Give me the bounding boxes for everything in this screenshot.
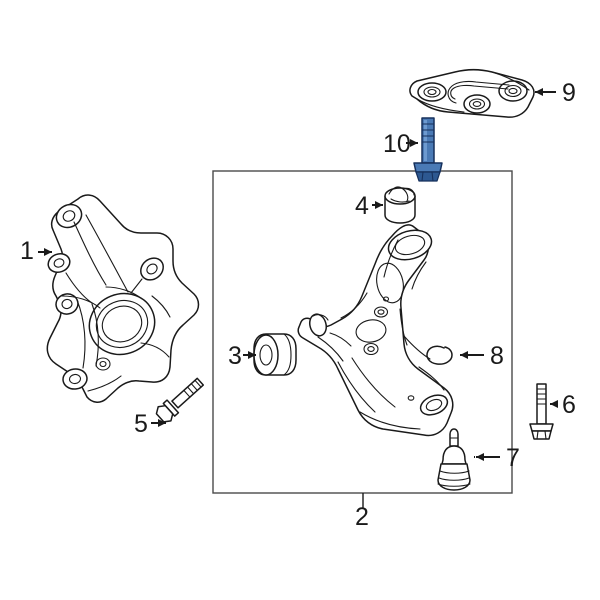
- part-lower-control-arm[interactable]: [297, 224, 454, 437]
- callout-label-6[interactable]: 6: [562, 391, 576, 419]
- part-bushing-stopper-cap[interactable]: [384, 186, 416, 224]
- callout-7-leader: [474, 453, 500, 461]
- part-rear-mount-bolt[interactable]: [529, 383, 554, 440]
- callout-label-3[interactable]: 3: [228, 342, 242, 370]
- callout-label-7[interactable]: 7: [506, 444, 520, 472]
- part-control-arm-bushing[interactable]: [253, 333, 297, 376]
- callout-label-5[interactable]: 5: [134, 410, 148, 438]
- part-snap-ring[interactable]: [426, 345, 453, 365]
- callout-8-leader: [460, 351, 484, 359]
- callout-label-8[interactable]: 8: [490, 342, 504, 370]
- callout-5-leader: [151, 419, 166, 427]
- group-box-2[interactable]: [212, 170, 513, 509]
- part-steering-knuckle[interactable]: [46, 194, 200, 403]
- callout-label-1[interactable]: 1: [20, 237, 34, 265]
- callout-6-leader: [550, 400, 558, 408]
- part-bracket-bolt-highlighted[interactable]: [413, 117, 443, 182]
- part-ball-joint[interactable]: [437, 428, 471, 491]
- callout-label-10[interactable]: 10: [383, 130, 411, 158]
- callout-9-leader: [535, 88, 556, 96]
- part-mounting-bracket[interactable]: [409, 69, 535, 118]
- callout-label-9[interactable]: 9: [562, 79, 576, 107]
- callout-label-4[interactable]: 4: [355, 192, 369, 220]
- callout-10-leader: [406, 139, 418, 147]
- callout-label-2[interactable]: 2: [355, 503, 369, 531]
- callout-4-leader: [372, 201, 383, 209]
- callout-3-leader: [243, 351, 256, 359]
- callout-1-leader: [38, 248, 52, 256]
- part-knuckle-flange-bolt[interactable]: [154, 375, 207, 425]
